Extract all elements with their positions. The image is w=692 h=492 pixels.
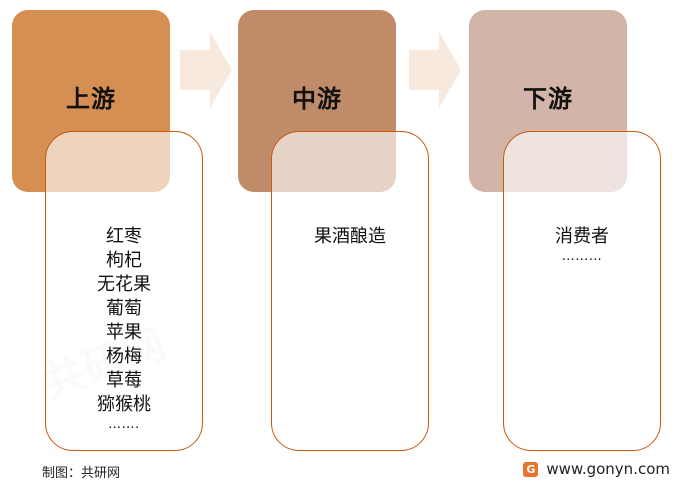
list-item: 红枣	[106, 226, 142, 247]
stage-title-downstream: 下游	[523, 84, 573, 113]
arrow-icon	[180, 32, 232, 108]
list-item: 草莓	[106, 370, 142, 391]
list-item: 消费者	[555, 226, 609, 247]
site-link[interactable]: G www.gonyn.com	[523, 460, 670, 478]
stage-title-midstream: 中游	[292, 84, 342, 113]
list-item: 猕猴桃	[97, 394, 151, 415]
upstream-content-box: 红枣 枸杞 无花果 葡萄 苹果 杨梅 草莓 猕猴桃 …….	[45, 131, 203, 451]
list-item: 苹果	[106, 322, 142, 343]
list-item: 枸杞	[106, 250, 142, 271]
downstream-ellipsis: ………	[561, 249, 603, 264]
arrow-icon	[409, 32, 461, 108]
midstream-content-box: 果酒酿造	[271, 131, 429, 451]
upstream-ellipsis: …….	[108, 417, 140, 432]
list-item: 无花果	[97, 274, 151, 295]
downstream-content-box: 消费者 ………	[503, 131, 661, 451]
stage-title-upstream: 上游	[66, 84, 116, 113]
list-item: 杨梅	[106, 346, 142, 367]
list-item: 果酒酿造	[314, 226, 386, 247]
site-url[interactable]: www.gonyn.com	[546, 460, 670, 478]
gonyn-logo-icon: G	[523, 461, 539, 477]
source-label: 制图：共研网	[42, 466, 121, 481]
list-item: 葡萄	[106, 298, 142, 319]
